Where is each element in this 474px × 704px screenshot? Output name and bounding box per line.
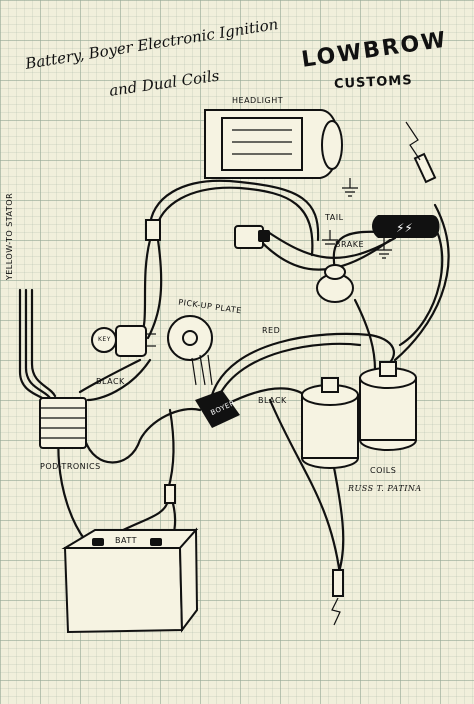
podtronics-regulator	[39, 397, 87, 449]
key-switch	[234, 225, 270, 249]
battery	[61, 527, 199, 634]
label-coils: COILS	[370, 466, 397, 475]
label-stator: YELLOW-TO STATOR	[5, 192, 15, 281]
label-batt: BATT	[115, 536, 137, 545]
spark-plug-bottom	[331, 569, 344, 626]
svg-text:⚡⚡: ⚡⚡	[396, 221, 413, 235]
wires	[18, 179, 450, 577]
tail-light: ⚡⚡	[372, 215, 440, 238]
spark-plug-top	[405, 121, 437, 184]
stator-plug	[91, 325, 156, 357]
label-headlight: HEADLIGHT	[232, 96, 284, 105]
label-key: KEY	[98, 336, 111, 343]
label-red: RED	[262, 326, 281, 335]
brake-switch	[316, 264, 354, 303]
label-signature: RUSS T. PATINA	[348, 484, 422, 493]
label-tail: TAIL	[325, 213, 344, 222]
inline-fuse	[164, 484, 176, 504]
label-brake: BRAKE	[335, 240, 364, 249]
pickup-plate	[167, 315, 213, 386]
label-podtronics: POD-TRONICS	[40, 462, 101, 471]
headlight	[204, 109, 343, 179]
ground-symbols	[322, 178, 392, 259]
label-black-right: BLACK	[258, 396, 287, 405]
bullet-connector	[145, 219, 161, 241]
boyer-ignition-box	[195, 390, 240, 428]
coil-right	[359, 361, 417, 451]
label-black-left: BLACK	[96, 377, 125, 386]
coil-left	[301, 377, 359, 469]
